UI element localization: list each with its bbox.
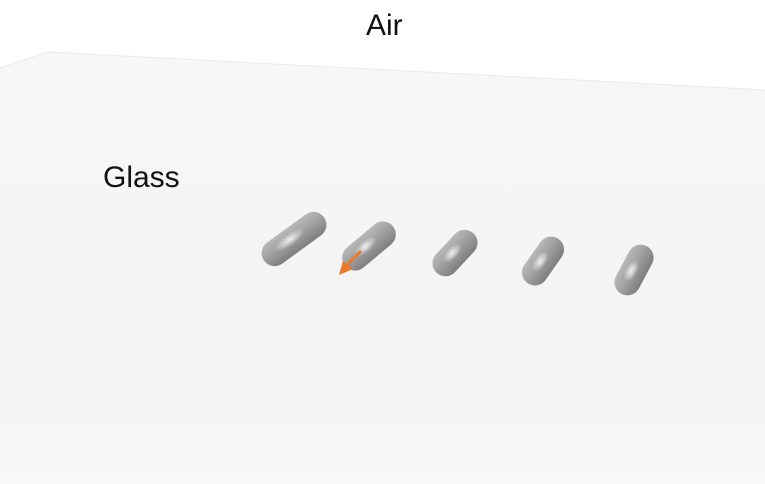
glass-label: Glass (103, 161, 180, 194)
dipole-arrow-icon (339, 250, 362, 275)
rod-1 (261, 211, 327, 267)
glass-slab (0, 52, 765, 484)
rod-5 (614, 244, 654, 296)
air-label: Air (366, 9, 403, 42)
rod-4 (521, 236, 565, 286)
rod-3 (432, 229, 478, 277)
glass-slab-top-edge (0, 51, 765, 91)
